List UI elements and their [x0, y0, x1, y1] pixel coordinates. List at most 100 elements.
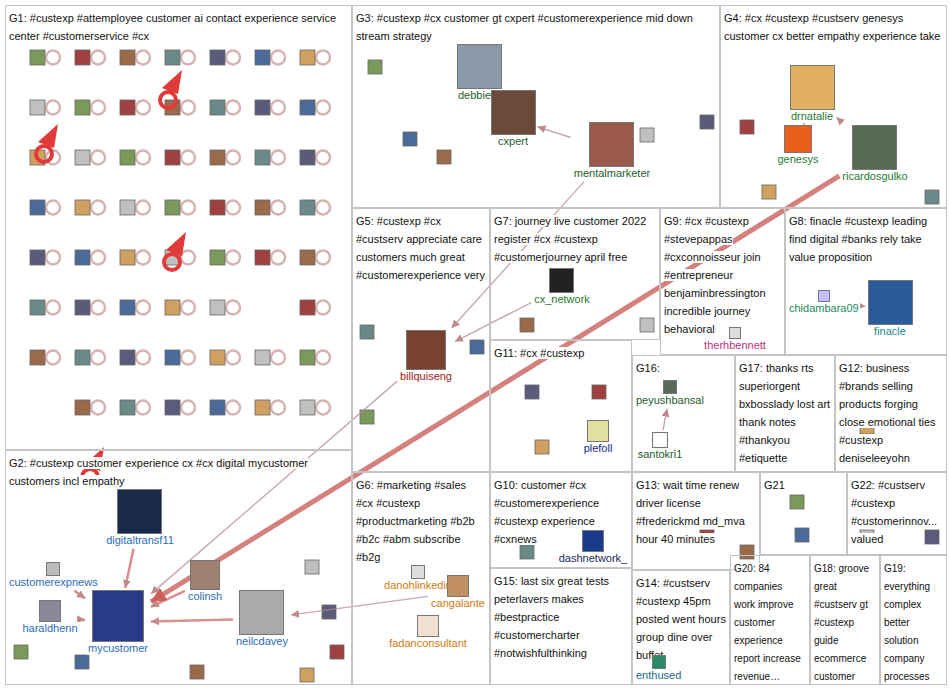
- group-box: G18: groove great #custserv gt #custexp …: [810, 555, 880, 685]
- vertex-label: billquiseng: [399, 370, 453, 383]
- avatar-image: [120, 300, 135, 315]
- avatar-image: [30, 50, 45, 65]
- vertex-label: cxpert: [497, 135, 529, 148]
- self-loop: [136, 351, 150, 365]
- self-loop: [136, 401, 150, 415]
- self-loop: [316, 301, 330, 315]
- vertex-label: plefoll: [583, 442, 614, 455]
- avatar-image: [210, 300, 225, 315]
- avatar-image: [437, 150, 451, 164]
- avatar-image: [300, 100, 315, 115]
- vertex-node: mycustomer: [87, 590, 149, 655]
- avatar-image: [210, 250, 225, 265]
- group-box: G20: 84 companies work improve customer …: [730, 555, 810, 685]
- self-loop: [226, 201, 240, 215]
- group-label: G5: #custexp #cx #custserv appreciate ca…: [356, 215, 485, 281]
- self-loop: [46, 351, 60, 365]
- self-loop: [136, 51, 150, 65]
- avatar-image: [740, 545, 754, 559]
- group-label: G22: #custserv #custexp #customerinnov..…: [851, 479, 937, 545]
- avatar-image: [75, 150, 90, 165]
- avatar-image: [818, 290, 830, 302]
- avatar-image: [729, 327, 741, 339]
- avatar-image: [589, 122, 634, 167]
- vertex-node: digitaltransf11: [105, 489, 175, 547]
- connector: [291, 596, 428, 615]
- self-loop: [316, 201, 330, 215]
- avatar-image: [790, 65, 835, 110]
- avatar-image: [30, 350, 45, 365]
- vertex-label: dashnetwork_: [558, 552, 629, 565]
- vertex-label: drnatalie: [790, 110, 834, 123]
- connector: [663, 409, 667, 430]
- avatar-image: [255, 50, 270, 65]
- vertex-label: peyushbansal: [635, 394, 705, 407]
- self-loop: [160, 92, 176, 108]
- vertex-label: cangalante: [430, 597, 486, 610]
- group-label: G19: everything complex better solution …: [884, 563, 934, 688]
- self-loop: [181, 201, 195, 215]
- self-loop: [271, 201, 285, 215]
- group-label: G7: journey live customer 2022 register …: [494, 215, 646, 263]
- avatar-image: [457, 44, 502, 89]
- self-loop: [46, 101, 60, 115]
- group-label: G13: wait time renew driver license #fre…: [636, 479, 745, 545]
- arrow-symbol: [162, 70, 182, 94]
- group-box: G17: thanks rts superiorgent bxbosslady …: [735, 355, 835, 472]
- avatar-image: [255, 350, 270, 365]
- vertex-label: customerexpnews: [8, 576, 99, 589]
- group-label: G6: #marketing #sales #cx #custexp #prod…: [356, 479, 475, 563]
- vertex-node: drnatalie: [790, 65, 835, 123]
- avatar-image: [470, 340, 484, 354]
- avatar-image: [360, 325, 374, 339]
- group-label: G20: 84 companies work improve customer …: [734, 563, 801, 682]
- avatar-image: [92, 590, 144, 642]
- self-loop: [316, 151, 330, 165]
- self-loop: [136, 301, 150, 315]
- avatar-image: [210, 100, 225, 115]
- avatar-image: [117, 489, 162, 534]
- self-loop: [91, 351, 105, 365]
- connector: [74, 591, 85, 599]
- avatar-image: [210, 150, 225, 165]
- group-box: G16:peyushbansalsantokri1: [632, 355, 735, 472]
- avatar-image: [255, 400, 270, 415]
- vertex-label: mycustomer: [87, 642, 149, 655]
- vertex-node: finacle: [868, 280, 913, 338]
- self-loop: [226, 51, 240, 65]
- avatar-image: [210, 50, 225, 65]
- avatar-image: [652, 432, 668, 448]
- vertex-node: dashnetwork_: [558, 530, 629, 565]
- avatar-image: [300, 400, 315, 415]
- vertex-label: ricardosgulko: [841, 170, 908, 183]
- group-box: G8: finacle #custexp leading find digita…: [785, 208, 947, 355]
- self-loop: [226, 101, 240, 115]
- avatar-image: [30, 250, 45, 265]
- group-label: G17: thanks rts superiorgent bxbosslady …: [739, 362, 830, 464]
- self-loop: [164, 254, 180, 270]
- avatar-image: [120, 150, 135, 165]
- avatar-image: [411, 565, 425, 579]
- vertex-label: haraldhenn: [21, 622, 78, 635]
- avatar-image: [520, 318, 534, 332]
- connector: [455, 303, 531, 342]
- group-label: G1: #custexp #attemployee customer ai co…: [9, 12, 336, 42]
- vertex-node: haraldhenn: [21, 600, 78, 635]
- avatar-image: [210, 400, 225, 415]
- avatar-image: [39, 600, 61, 622]
- avatar-image: [75, 100, 90, 115]
- vertex-node: cangalante: [430, 575, 486, 610]
- vertex-label: danohlinkedin: [383, 579, 453, 592]
- group-box: G4: #cx #custexp #custserv genesys custo…: [720, 5, 947, 208]
- avatar-image: [14, 645, 28, 659]
- avatar-image: [300, 350, 315, 365]
- avatar-image: [640, 318, 654, 332]
- self-loop: [46, 301, 60, 315]
- avatar-image: [300, 50, 315, 65]
- self-loop: [91, 201, 105, 215]
- self-loop: [271, 101, 285, 115]
- group-label: G9: #cx #custexp #stevepappas #cxconnois…: [664, 215, 766, 335]
- avatar-image: [417, 615, 439, 637]
- self-loop: [316, 351, 330, 365]
- group-label: G4: #cx #custexp #custserv genesys custo…: [724, 12, 940, 42]
